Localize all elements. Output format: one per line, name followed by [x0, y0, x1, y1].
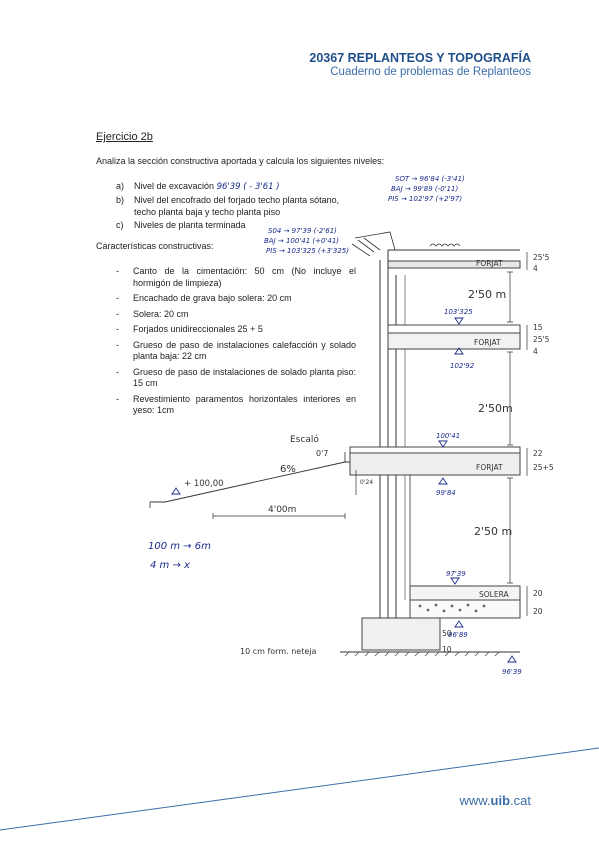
slope-label: 6%	[280, 464, 296, 475]
level-label: 100'41	[436, 432, 460, 440]
exercise-title: Ejercicio 2b	[96, 131, 153, 143]
level-label: 97'39	[446, 570, 466, 578]
slab-label-forjat: FORJAT	[476, 463, 503, 472]
handwritten-answer: 96'39 ( - 3'61 )	[216, 182, 280, 192]
step-height-label: 0'7	[316, 449, 328, 458]
feature-item: Revestimiento paramentos horizontales in…	[116, 394, 356, 417]
height-dimension: 2'50m	[478, 402, 513, 415]
dimension-label: 4	[533, 347, 538, 356]
dimension-label: 25'5	[533, 335, 550, 344]
question-c: c) Niveles de planta terminada	[116, 219, 356, 231]
step-label: Escaló	[290, 434, 319, 445]
document-header-title: 20367 REPLANTEOS Y TOPOGRAFÍA	[309, 51, 531, 65]
ground-level-label: + 100,00	[184, 479, 224, 489]
handwritten-level-pis: PIS → 102'97 (+2'97)	[388, 195, 462, 203]
features-title: Características constructivas:	[96, 241, 214, 251]
handwritten-level-baj: BAJ → 99'89 (-0'11)	[391, 185, 458, 193]
height-dimension: 2'50 m	[474, 525, 512, 538]
level-label: 96'39	[502, 668, 522, 676]
exercise-intro: Analiza la sección constructiva aportada…	[96, 156, 385, 166]
document-header-subtitle: Cuaderno de problemas de Replanteos	[330, 66, 531, 78]
question-text: Nivel del encofrado del forjado techo pl…	[134, 195, 340, 217]
question-label: a)	[116, 181, 125, 191]
level-label: 99'84	[436, 489, 456, 497]
footer-suffix: .cat	[510, 793, 531, 808]
question-text: Niveles de planta terminada	[134, 220, 246, 230]
solera-label: SOLERA	[479, 590, 509, 599]
question-text: Nivel de excavación	[134, 181, 215, 191]
height-label: 0'24	[360, 479, 373, 486]
handwritten-level-pis: PIS → 103'325 (+3'325)	[266, 247, 349, 255]
handwritten-calculation: 4 m → x	[150, 560, 190, 571]
distance-label: 4'00m	[268, 505, 296, 515]
question-label: b)	[116, 195, 125, 205]
features-list: Canto de la cimentación: 50 cm (No inclu…	[116, 266, 356, 421]
handwritten-level-s04: S04 → 97'39 (-2'61)	[268, 227, 337, 235]
handwritten-level-sot: SOT → 96'84 (-3'41)	[395, 175, 465, 183]
level-label: 102'92	[450, 362, 475, 370]
question-label: c)	[116, 220, 124, 230]
footer-brand-name: uib	[490, 793, 511, 808]
handwritten-level-baj: BAJ → 100'41 (+0'41)	[264, 237, 339, 245]
dimension-label: 25+5	[533, 463, 554, 472]
feature-item: Solera: 20 cm	[116, 309, 356, 321]
slab-label-forjat: FORJAT	[474, 338, 501, 347]
dimension-label: 10	[442, 645, 452, 654]
handwritten-calculation: 100 m → 6m	[148, 541, 211, 552]
question-list: a) Nivel de excavación 96'39 ( - 3'61 ) …	[116, 180, 356, 232]
dimension-label: 20	[533, 589, 543, 598]
feature-item: Grueso de paso de instalaciones calefacc…	[116, 340, 356, 363]
feature-item: Grueso de paso de instalaciones de solad…	[116, 367, 356, 390]
feature-item: Encachado de grava bajo solera: 20 cm	[116, 293, 356, 305]
level-label: 103'325	[444, 308, 473, 316]
feature-item: Canto de la cimentación: 50 cm (No inclu…	[116, 266, 356, 289]
question-b: b) Nivel del encofrado del forjado techo…	[116, 194, 356, 218]
feature-item: Forjados unidireccionales 25 + 5	[116, 324, 356, 336]
footer-curve	[0, 747, 599, 831]
dimension-label: 4	[533, 264, 538, 273]
question-a: a) Nivel de excavación 96'39 ( - 3'61 )	[116, 180, 356, 193]
slab-label-forjat: FORJAT	[476, 259, 503, 268]
foundation-note: 10 cm form. neteja	[240, 647, 316, 656]
footer-prefix: www.	[459, 793, 491, 808]
height-dimension: 2'50 m	[468, 288, 506, 301]
dimension-label: 25'5	[533, 253, 550, 262]
dimension-label: 15	[533, 323, 543, 332]
dimension-label: 50	[442, 629, 452, 638]
level-label: 96'89	[448, 631, 468, 639]
footer-brand: www.uib.cat	[459, 793, 531, 808]
dimension-label: 22	[533, 449, 543, 458]
dimension-label: 20	[533, 607, 543, 616]
